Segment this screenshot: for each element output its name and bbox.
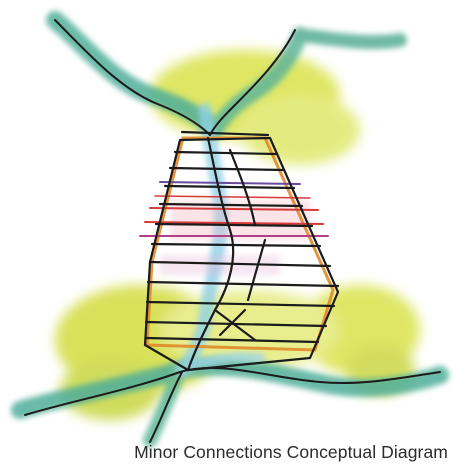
diagram-caption: Minor Connections Conceptual Diagram: [134, 442, 448, 463]
